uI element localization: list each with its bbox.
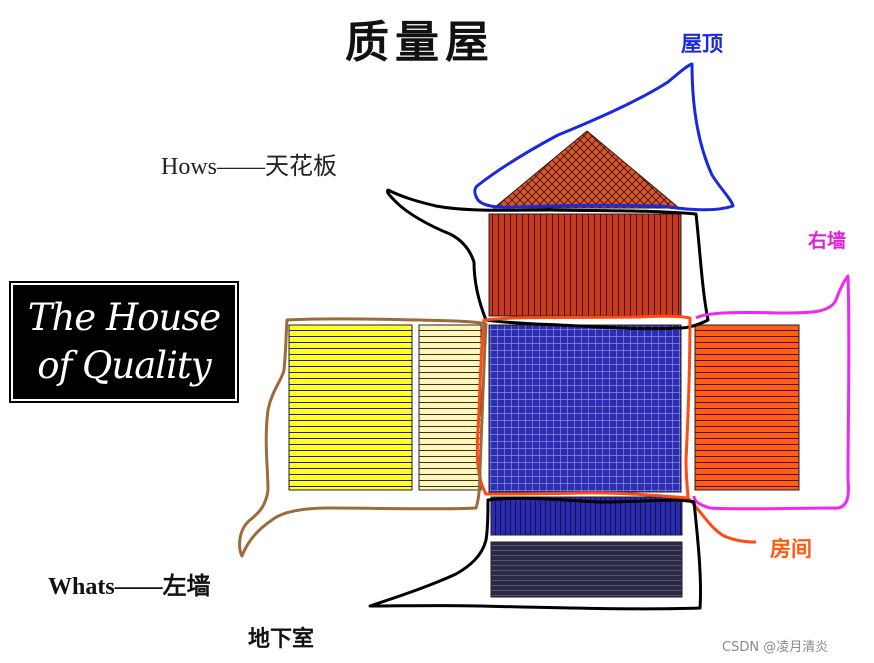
roof-label: 屋顶 bbox=[681, 31, 723, 56]
house-of-quality-line2: of Quality bbox=[37, 344, 211, 387]
ceiling-technical-requirements bbox=[488, 213, 682, 317]
roof-correlation-matrix bbox=[492, 130, 681, 209]
hows-ceiling-label: Hows——天花板 bbox=[161, 154, 338, 180]
house-of-quality-line1: The House bbox=[27, 296, 221, 339]
left-wall-customer-requirements bbox=[288, 324, 413, 491]
basement-upper-block bbox=[490, 496, 683, 536]
room-relationship-matrix bbox=[488, 324, 682, 493]
room-outline bbox=[475, 314, 757, 544]
right-wall-outline bbox=[692, 274, 851, 511]
basement-lower-block bbox=[490, 541, 683, 598]
watermark: CSDN @凌月清炎 bbox=[722, 640, 829, 655]
basement-outline bbox=[368, 496, 703, 611]
basement-label: 地下室 bbox=[248, 626, 315, 652]
left-wall-importance bbox=[418, 324, 482, 491]
page-title: 质量屋 bbox=[345, 17, 495, 68]
ceiling-outline bbox=[386, 188, 710, 331]
room-label: 房间 bbox=[770, 536, 812, 561]
whats-left-wall-label: Whats——左墙 bbox=[48, 574, 211, 600]
left-wall-outline bbox=[238, 317, 488, 558]
right-wall-label: 右墙 bbox=[808, 230, 847, 252]
roof-outline bbox=[473, 62, 735, 212]
right-wall-competitive-assessment bbox=[694, 324, 800, 491]
house-of-quality-title-box: The House of Quality bbox=[9, 281, 239, 403]
